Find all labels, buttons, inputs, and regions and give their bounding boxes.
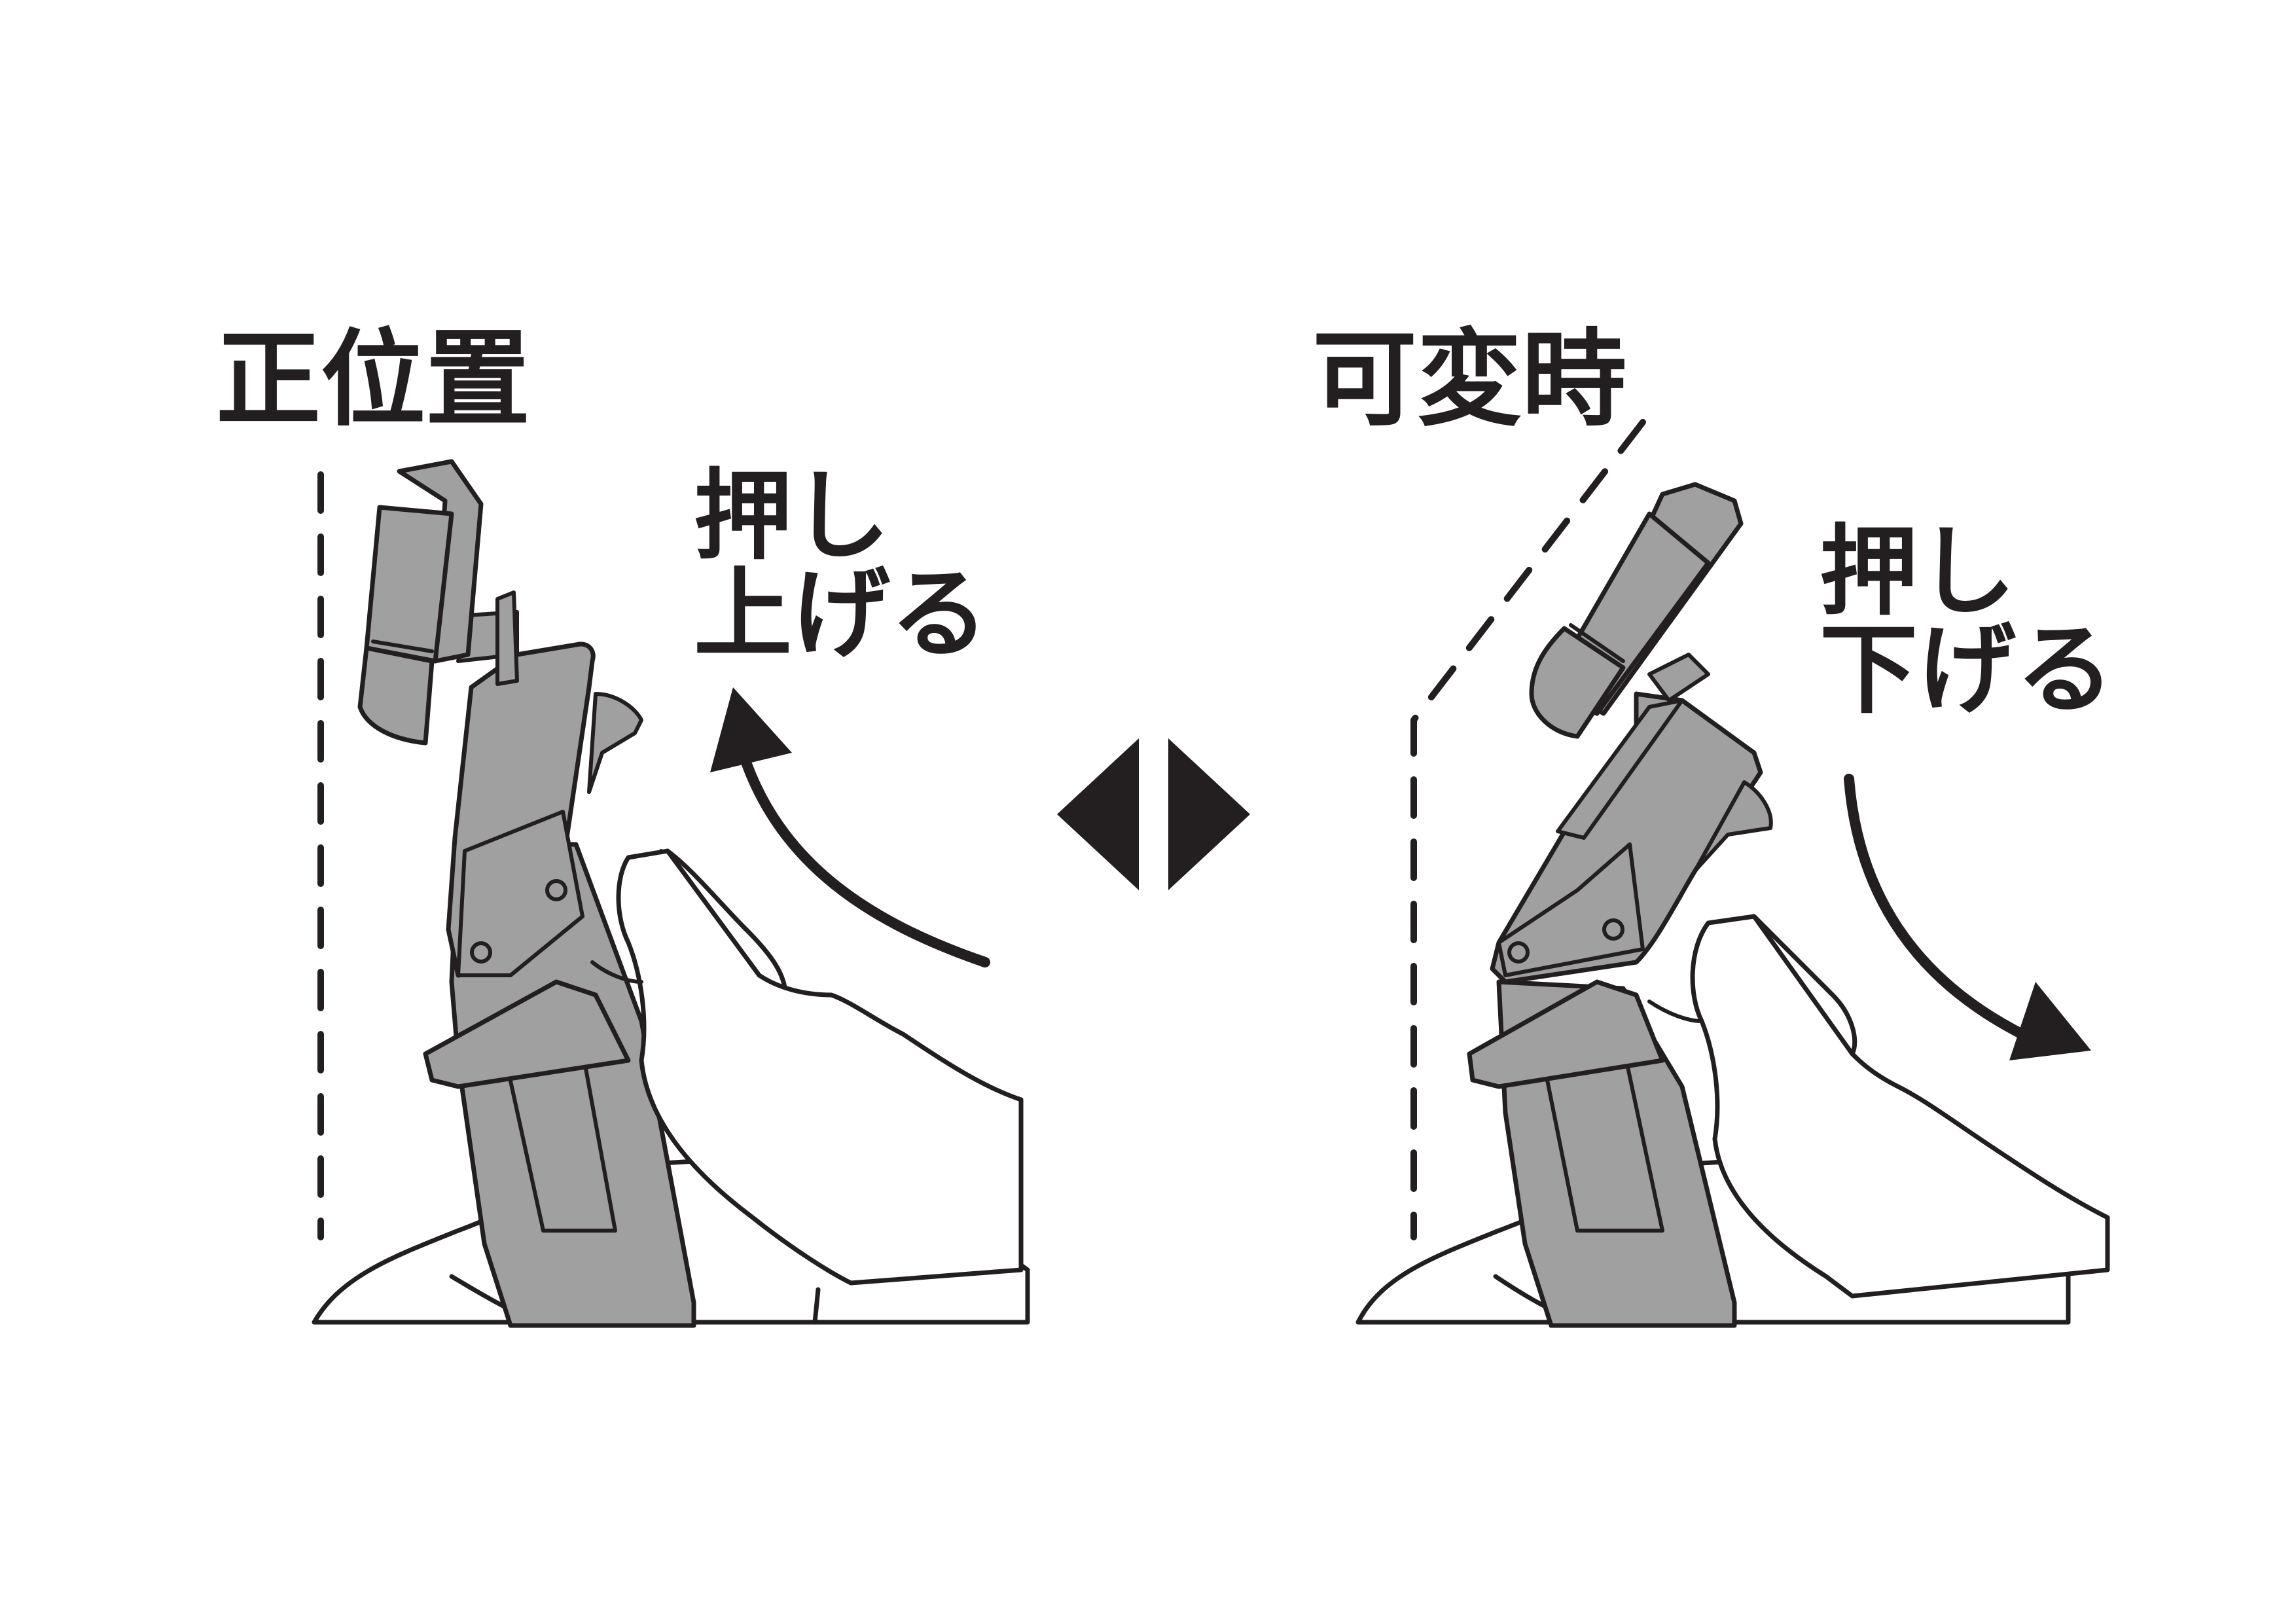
right-head-seam [1569,623,1625,663]
right-side-fin [1693,780,1773,873]
left-head-cap [357,645,435,746]
left-hand-crease-2 [812,1287,821,1325]
right-screw-1 [1602,918,1624,941]
left-head-block [397,459,484,664]
swap-right-triangle-icon [1168,738,1250,890]
right-neck-groove [1536,1013,1664,1233]
left-palm [616,848,1024,1286]
right-instruction-line1: 押し [1820,515,2016,629]
right-curved-arrow-down [1844,774,2041,1046]
right-screw-2 [1507,941,1530,964]
left-side-fin [587,692,643,794]
left-head-seam [371,640,434,653]
left-slant-plate [423,979,631,1089]
swap-symbol [1057,738,1250,890]
left-neck-groove [495,1013,617,1233]
left-arrow-head [710,687,792,772]
right-slant-plate [1467,979,1665,1089]
right-panel-title: 可変時 [1312,318,1626,441]
swap-left-triangle-icon [1057,738,1139,890]
left-arm-pin [495,590,519,686]
left-panel-title: 正位置 [216,318,530,441]
left-head-pad [364,505,454,664]
left-instruction-line1: 押し [694,460,890,573]
left-panel: 正位置 押 [216,318,1030,1328]
right-body-panel [1497,842,1645,977]
right-instruction-line2: 下げる [1820,613,2114,727]
right-arrow-head [2009,982,2091,1060]
left-screw-2 [470,941,492,964]
right-arm [1556,698,1684,840]
right-reference-line [1410,419,1646,1240]
left-curved-arrow-up [738,748,990,967]
left-body-panel [456,810,584,977]
right-palm [1690,914,2110,1299]
right-arm-bracket [1647,653,1710,702]
left-instruction-line2: 上げる [694,558,988,672]
left-finger-crease [590,960,643,984]
right-head-cap [1529,626,1626,739]
right-panel: 可変時 押し 下げる [1312,318,2114,1328]
right-finger-crease [1647,1000,1704,1023]
left-screw-1 [545,879,567,901]
